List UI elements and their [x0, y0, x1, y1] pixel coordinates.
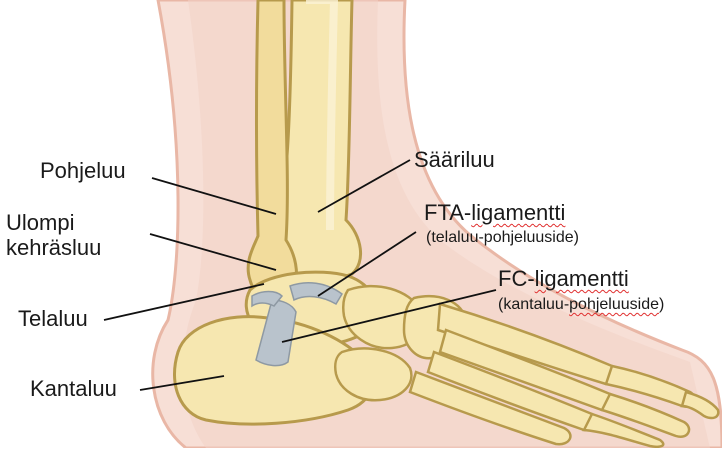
label-fc-ligamentti: FC-ligamentti [498, 266, 629, 291]
fc-sub-word: pohjeluuside [569, 296, 659, 313]
label-saariluu: Sääriluu [414, 147, 495, 172]
label-pohjeluu: Pohjeluu [40, 158, 126, 183]
label-ulompi-line1: Ulompi [6, 210, 101, 235]
label-fta-subtitle: (telaluu-pohjeluuside) [426, 229, 579, 247]
label-ulompi-kehrasluu: Ulompi kehräsluu [6, 210, 101, 261]
label-fta-ligamentti: FTA-ligamentti [424, 200, 565, 225]
label-telaluu: Telaluu [18, 306, 88, 331]
fc-sub-pre: (kantaluu- [498, 296, 569, 313]
label-fc-subtitle: (kantaluu-pohjeluuside) [498, 296, 664, 314]
label-ulompi-line2: kehräsluu [6, 235, 101, 260]
fta-prefix: FTA- [424, 200, 471, 225]
label-kantaluu: Kantaluu [30, 376, 117, 401]
fta-word: ligamentti [471, 200, 565, 225]
fc-sub-post: ) [659, 296, 664, 313]
fc-word: ligamentti [535, 266, 629, 291]
fc-prefix: FC- [498, 266, 535, 291]
